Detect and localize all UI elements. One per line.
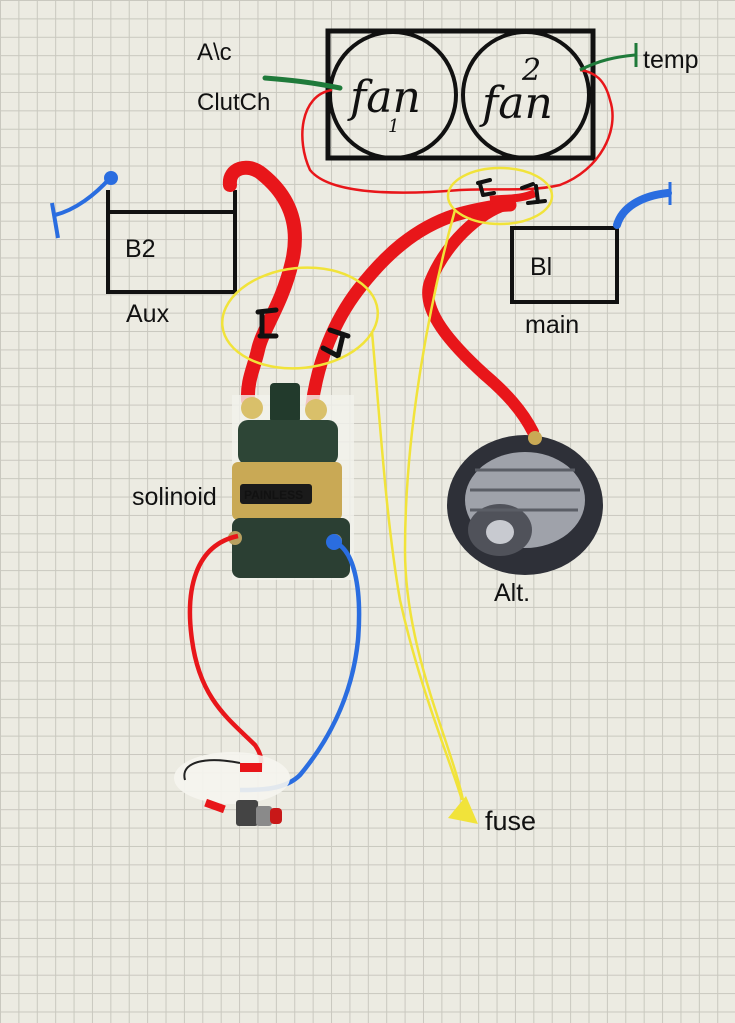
fan-1-number: 1: [388, 116, 399, 137]
fuse-wire-2: [403, 209, 465, 801]
solenoid-brand-plate: [240, 484, 312, 504]
aux-battery-to-solenoid-wire: [222, 160, 302, 407]
aux-label: Aux: [126, 300, 170, 328]
junction-wire: [489, 189, 537, 204]
main-label: main: [525, 311, 579, 339]
fan-2-label: fan: [479, 78, 553, 129]
temp-label: temp: [643, 46, 699, 74]
fan-1-label: fan: [347, 72, 421, 123]
battery-main: [510, 226, 619, 304]
ac-clutch-wire: [262, 75, 343, 91]
fan-1: [328, 30, 458, 160]
ac-clutch-label-line2: ClutCh: [197, 89, 270, 116]
solenoid-brand-text: PAINLESS: [244, 488, 303, 502]
aux-ground-wire: [54, 176, 112, 217]
connector-mark-2: [320, 327, 351, 359]
battery-aux: [106, 190, 237, 294]
temp-wire: [579, 53, 636, 72]
battery-aux-label: B2: [125, 235, 156, 263]
main-to-alternator-wire: [422, 197, 539, 438]
fuse-arrow-icon: [448, 796, 478, 824]
aux-ground-tick: [50, 202, 60, 239]
solenoid-ground-terminal: [326, 534, 342, 550]
connector-mark-4: [520, 182, 547, 205]
ac-clutch-label-line1: A\c: [197, 39, 232, 66]
fan-2-number: 2: [521, 53, 541, 88]
fuse-wire-1: [370, 331, 464, 801]
battery-main-label: Bl: [530, 253, 552, 281]
connector-mark-3: [476, 178, 496, 197]
alternator-terminal: [528, 431, 542, 445]
solenoid-to-switch-power-wire: [187, 533, 264, 771]
alternator: [447, 431, 603, 575]
connector-mark-1: [255, 307, 279, 339]
fan-shroud: fan 1 fan 2: [325, 28, 596, 161]
solenoid: PAINLESS: [228, 383, 354, 580]
highlight-solenoid-connectors: [221, 266, 379, 370]
highlight-main-junction: [446, 166, 554, 226]
fan-loop-wire: [301, 68, 614, 194]
main-ground-wire: [613, 189, 672, 229]
push-button-switch: [174, 752, 290, 826]
alternator-label: Alt.: [494, 579, 530, 607]
fan-2: [461, 30, 591, 160]
aux-ground-terminal: [104, 171, 118, 185]
solenoid-label: solinoid: [132, 483, 217, 511]
fuse-label: fuse: [485, 806, 536, 836]
